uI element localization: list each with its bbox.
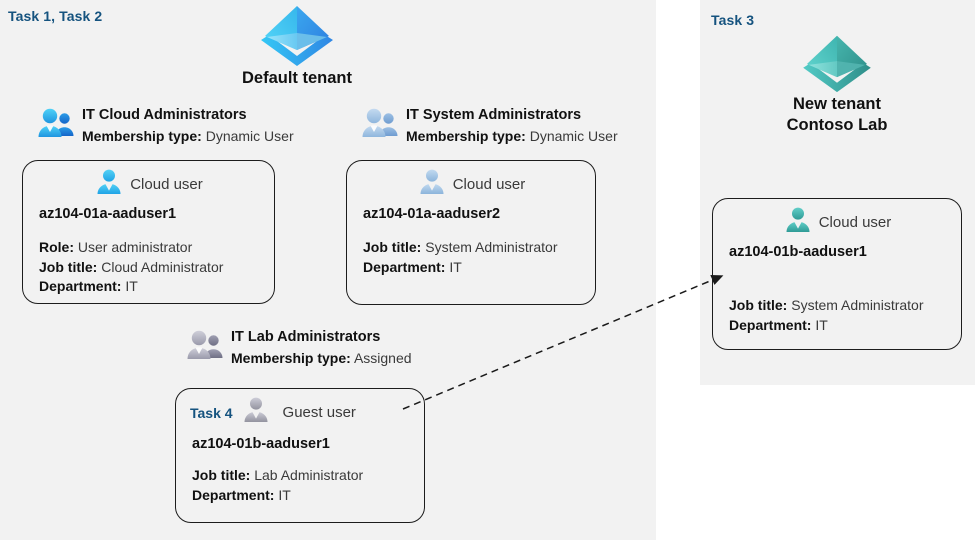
card-header: Task 4 Guest user — [176, 389, 424, 430]
new-tenant-name-line1: New tenant — [792, 95, 881, 113]
property-label: Job title: — [729, 297, 788, 313]
group-membership-label: Membership type: — [406, 128, 526, 144]
group-membership-value: Assigned — [353, 350, 412, 366]
user-name: az104-01b-aaduser1 — [729, 244, 867, 260]
card-header: Cloud user — [23, 161, 274, 202]
property-value: IT — [278, 486, 291, 503]
property-value: User administrator — [77, 239, 193, 255]
property-label: Job title: — [363, 239, 422, 255]
task-label-right: Task 3 — [711, 12, 755, 28]
group-title: IT System Administrators — [406, 107, 582, 123]
group-users-icon — [36, 105, 76, 148]
property-department: Department: IT — [39, 277, 274, 297]
user-name: az104-01b-aaduser1 — [192, 436, 330, 452]
user-name: az104-01a-aaduser2 — [363, 206, 501, 222]
card-header: Cloud user — [713, 199, 961, 240]
user-properties: Job title: Lab Administrator Department:… — [176, 466, 424, 505]
default-tenant-block: Default tenant — [222, 2, 372, 89]
user-properties: Job title: System Administrator Departme… — [347, 238, 595, 277]
new-tenant-block: New tenant Contoso Lab — [762, 32, 912, 136]
property-department: Department: IT — [192, 486, 424, 506]
property-job-title: Job title: System Administrator — [363, 238, 595, 258]
property-label: Role: — [39, 239, 74, 255]
user-type-label: Cloud user — [452, 176, 526, 193]
property-department: Department: IT — [363, 258, 595, 278]
group-membership-value: Dynamic User — [529, 128, 618, 144]
property-department: Department: IT — [729, 316, 961, 336]
property-label: Department: — [192, 486, 275, 503]
property-value: IT — [815, 316, 828, 333]
property-value: System Administrator — [791, 297, 924, 313]
card-header: Cloud user — [347, 161, 595, 202]
user-name: az104-01a-aaduser1 — [39, 206, 177, 222]
task-label-left: Task 1, Task 2 — [8, 8, 103, 24]
property-role: Role: User administrator — [39, 238, 274, 258]
cloud-user-icon — [417, 167, 447, 202]
property-value: System Administrator — [425, 239, 558, 255]
group-membership-type: Membership type: Dynamic User — [82, 126, 294, 147]
property-label: Department: — [729, 316, 812, 333]
property-job-title: Job title: System Administrator — [729, 296, 961, 316]
user-type-label: Cloud user — [130, 176, 203, 193]
property-job-title: Job title: Cloud Administrator — [39, 258, 274, 278]
user-properties: Job title: System Administrator Departme… — [713, 296, 961, 335]
azure-ad-tenant-icon — [762, 32, 912, 94]
azure-ad-tenant-icon — [222, 2, 372, 68]
user-card-aaduser2[interactable]: Cloud user az104-01a-aaduser2 Job title:… — [346, 160, 596, 305]
cloud-user-icon — [783, 205, 813, 240]
property-label: Department: — [39, 278, 122, 294]
property-label: Job title: — [39, 258, 98, 275]
group-users-icon — [360, 105, 400, 148]
user-card-guest-aaduser1b[interactable]: Task 4 Guest user az104-01b-aaduser1 Job… — [175, 388, 425, 523]
property-label: Department: — [363, 258, 446, 275]
group-membership-label: Membership type: — [231, 350, 351, 366]
group-membership-type: Membership type: Dynamic User — [406, 126, 618, 147]
user-type-label: Guest user — [282, 404, 356, 421]
property-value: IT — [125, 278, 138, 294]
user-card-aaduser1b-cloud[interactable]: Cloud user az104-01b-aaduser1 Job title:… — [712, 198, 962, 350]
group-it-lab-administrators: IT Lab Administrators Membership type: A… — [185, 327, 412, 370]
property-value: IT — [449, 258, 462, 275]
property-value: Cloud Administrator — [101, 258, 224, 275]
cloud-user-icon — [94, 167, 124, 202]
user-card-aaduser1[interactable]: Cloud user az104-01a-aaduser1 Role: User… — [22, 160, 275, 304]
group-title: IT Lab Administrators — [231, 329, 381, 345]
new-tenant-name-line2: Contoso Lab — [786, 116, 888, 134]
group-it-cloud-administrators: IT Cloud Administrators Membership type:… — [36, 105, 294, 148]
group-title: IT Cloud Administrators — [82, 107, 247, 123]
property-label: Job title: — [192, 467, 251, 483]
group-membership-label: Membership type: — [82, 128, 202, 144]
user-type-label: Cloud user — [818, 214, 892, 231]
property-value: Lab Administrator — [254, 467, 364, 483]
property-job-title: Job title: Lab Administrator — [192, 466, 424, 486]
group-membership-value: Dynamic User — [205, 128, 294, 144]
group-membership-type: Membership type: Assigned — [231, 348, 412, 369]
guest-user-icon — [241, 395, 271, 430]
user-properties: Role: User administrator Job title: Clou… — [23, 238, 274, 297]
default-tenant-name: Default tenant — [241, 69, 352, 87]
task-label-inline: Task 4 — [190, 404, 233, 421]
group-it-system-administrators: IT System Administrators Membership type… — [360, 105, 618, 148]
group-users-icon — [185, 327, 225, 370]
